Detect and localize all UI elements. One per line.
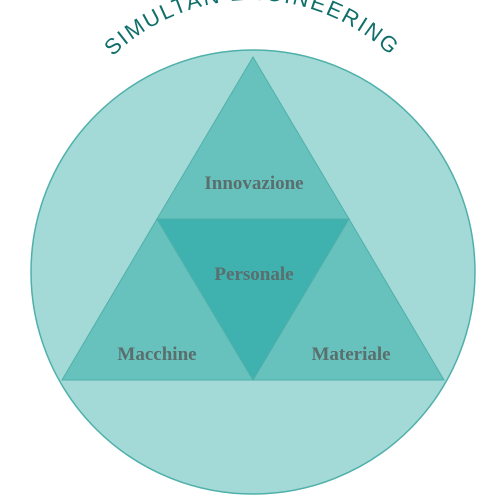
label-materiale: Materiale: [311, 344, 390, 365]
label-macchine: Macchine: [117, 344, 196, 365]
label-personale: Personale: [214, 264, 293, 285]
triangle-center: [156, 218, 350, 381]
label-innovazione: Innovazione: [204, 173, 303, 194]
